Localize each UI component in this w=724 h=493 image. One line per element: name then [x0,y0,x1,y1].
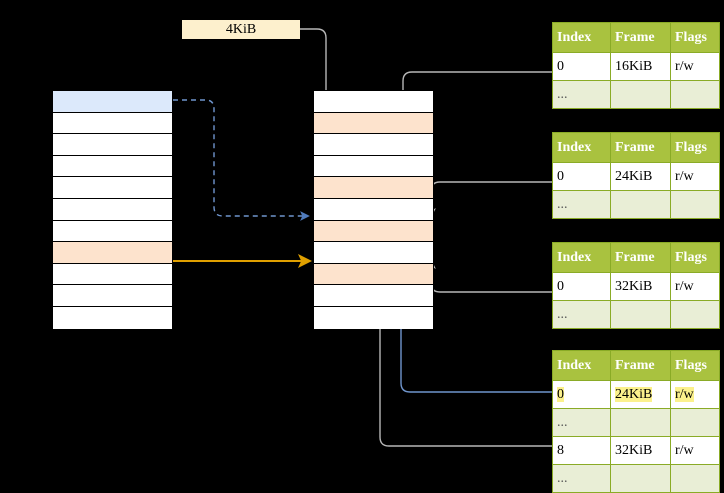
pagetable3-connector [426,259,552,293]
pagetable2-connector [426,181,552,218]
page-table-3-cell-index: ... [552,300,611,329]
page-table-4-row[interactable]: 0 24KiB r/w [552,380,720,409]
page-table-4-header-flags: Flags [670,350,720,381]
page-table-1-cell-frame: 16KiB [610,52,671,81]
page-table-4-cell-flags: r/w [670,380,720,409]
page-table-2-cell-frame [610,190,671,219]
virtual-page-row-4 [53,177,172,199]
page-table-1-cell-index: ... [552,80,611,109]
page-table-3-cell-flags: r/w [670,272,720,301]
page-table-4-cell-flags: r/w [670,436,720,465]
physical-frame-row-3 [314,155,433,178]
page-table-2-header-flags: Flags [670,132,720,163]
page-table-3-cell-flags [670,300,720,329]
physical-memory-column [313,90,434,329]
page-table-4-cell-frame [610,464,671,493]
page-table-3-header-index: Index [552,242,611,273]
highlight-mark: 0 [557,386,564,402]
page-table-1-header-frame: Frame [610,22,671,53]
size-label-4kib: 4KiB [182,20,300,39]
page-table-2-cell-index: 0 [552,162,611,191]
virtual-page-row-0 [53,91,172,113]
page-table-4-header-index: Index [552,350,611,381]
page-table-2-cell-frame: 24KiB [610,162,671,191]
page-table-4-cell-frame [610,408,671,437]
virtual-page-row-8 [53,263,172,286]
physical-frame-row-2 [314,134,433,156]
page-table-4-row[interactable]: ... [552,464,720,493]
page-table-1-row[interactable]: ... [552,80,720,109]
virtual-page-row-3 [53,155,172,178]
virtual-page-row-9 [53,285,172,307]
page-table-3-header-frame: Frame [610,242,671,273]
page-table-2-cell-flags: r/w [670,162,720,191]
page-table-4-row[interactable]: ... [552,408,720,437]
highlight-mark: r/w [675,386,694,402]
virtual-page-row-2 [53,134,172,156]
page-table-3-cell-index: 0 [552,272,611,301]
virtual-page-row-1 [53,112,172,135]
virtual-page-row-5 [53,198,172,221]
page-table-3-cell-frame [610,300,671,329]
physical-frame-row-7 [314,242,433,264]
page-table-3-cell-frame: 32KiB [610,272,671,301]
physical-frame-row-0 [314,91,433,113]
page-table-2-cell-flags [670,190,720,219]
physical-frame-row-9 [314,285,433,307]
page-table-2-header-index: Index [552,132,611,163]
page-table-4-cell-flags [670,408,720,437]
virtual-page-row-7 [53,242,172,264]
page-table-2-cell-index: ... [552,190,611,219]
highlight-mark: 24KiB [615,386,653,402]
page-table-1-header-index: Index [552,22,611,53]
page-table-3-row[interactable]: ... [552,300,720,329]
physical-frame-row-4 [314,177,433,199]
physical-frame-row-5 [314,198,433,221]
page-table-1-cell-index: 0 [552,52,611,81]
page-table-4-cell-index: ... [552,464,611,493]
page-table-1-cell-flags [670,80,720,109]
physical-frame-row-6 [314,220,433,243]
page-table-1-header-flags: Flags [670,22,720,53]
page-table-4-header-frame: Frame [610,350,671,381]
page-table-4-cell-frame: 32KiB [610,436,671,465]
virtual-page-row-10 [53,306,172,329]
virtual-to-physical-dashed [173,99,310,221]
page-table-4-cell-flags [670,464,720,493]
physical-frame-row-10 [314,306,433,329]
physical-frame-row-1 [314,112,433,135]
page-table-3-header-flags: Flags [670,242,720,273]
physical-frame-row-8 [314,263,433,286]
page-table-4-cell-index: ... [552,408,611,437]
page-table-1-cell-flags: r/w [670,52,720,81]
page-table-2-row[interactable]: ... [552,190,720,219]
page-table-1-cell-frame [610,80,671,109]
page-table-4-cell-index: 0 [552,380,611,409]
page-table-2-header-frame: Frame [610,132,671,163]
page-table-4-cell-index: 8 [552,436,611,465]
virtual-address-column [52,90,173,329]
page-table-4-cell-frame: 24KiB [610,380,671,409]
virtual-page-row-6 [53,220,172,243]
